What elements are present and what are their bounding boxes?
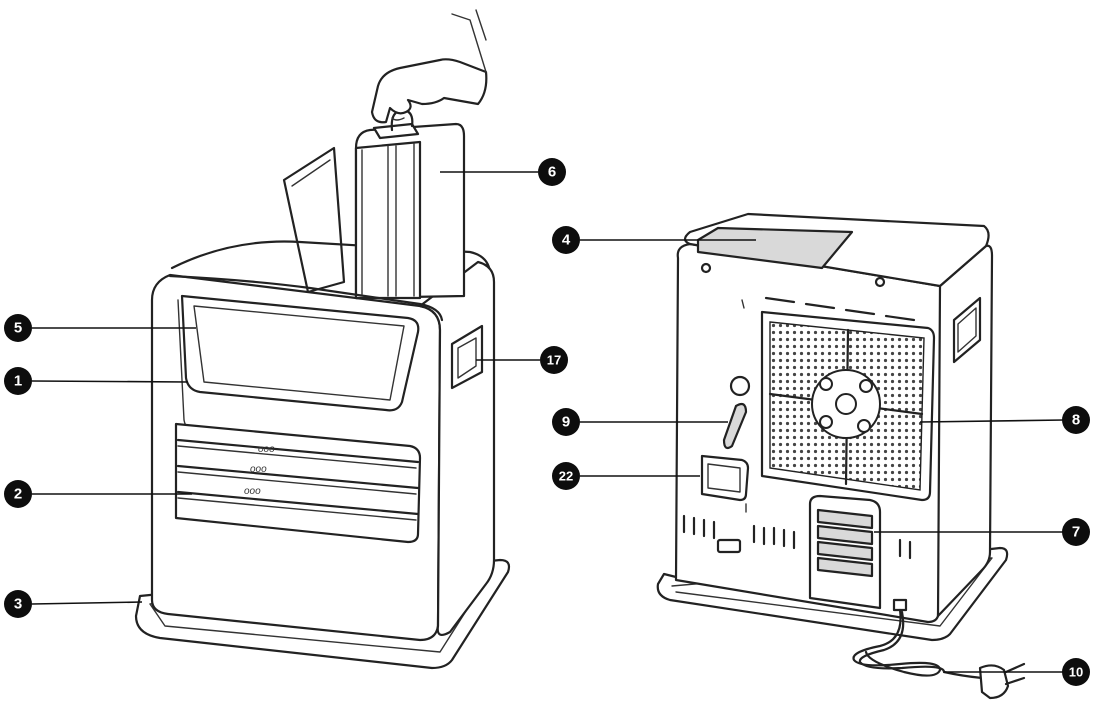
svg-text:6: 6 [548, 164, 556, 181]
svg-text:3: 3 [14, 596, 22, 613]
callout-22: 22 [552, 462, 580, 490]
svg-text:ooo: ooo [250, 464, 267, 475]
power-plug [978, 664, 1010, 700]
svg-text:ooo: ooo [258, 444, 275, 455]
callout-17: 17 [540, 346, 568, 374]
callout-5: 5 [4, 314, 32, 342]
svg-text:2: 2 [14, 486, 22, 503]
square-switch [700, 454, 750, 502]
oval-slot [722, 402, 748, 450]
control-panel-window [180, 294, 420, 412]
leader-1 [31, 380, 189, 383]
svg-text:10: 10 [1069, 665, 1083, 680]
svg-text:22: 22 [559, 469, 573, 484]
front-heater: ooo ooo ooo [134, 9, 511, 670]
callout-4: 4 [552, 226, 580, 254]
callout-7: 7 [1062, 518, 1090, 546]
svg-text:4: 4 [562, 232, 571, 249]
svg-text:17: 17 [547, 353, 561, 368]
leader-8 [919, 419, 1065, 423]
svg-text:7: 7 [1072, 524, 1080, 541]
round-port [729, 375, 751, 397]
top-inset-panel [696, 226, 854, 270]
svg-text:8: 8 [1072, 412, 1080, 429]
power-cord [852, 598, 1026, 700]
callout-6: 6 [538, 158, 566, 186]
callout-1: 1 [4, 367, 32, 395]
leader-3 [31, 601, 143, 605]
callout-10: 10 [1062, 658, 1090, 686]
callout-8: 8 [1062, 406, 1090, 434]
filter-cover [808, 494, 882, 610]
callout-9: 9 [552, 408, 580, 436]
leader-lines [31, 171, 1065, 673]
svg-text:1: 1 [14, 373, 22, 390]
fan-grille [760, 310, 936, 502]
svg-text:9: 9 [562, 414, 570, 431]
svg-text:ooo: ooo [244, 486, 261, 497]
svg-text:5: 5 [14, 320, 22, 337]
callout-badges: 1 2 3 4 5 6 7 8 [4, 158, 1090, 686]
louver-vents: ooo ooo ooo [174, 422, 422, 544]
callout-3: 3 [4, 590, 32, 618]
hand [370, 58, 488, 124]
callout-2: 2 [4, 480, 32, 508]
lid-flap [282, 146, 346, 294]
water-tank [354, 108, 466, 300]
side-handle [450, 324, 484, 390]
back-heater [656, 212, 1026, 700]
